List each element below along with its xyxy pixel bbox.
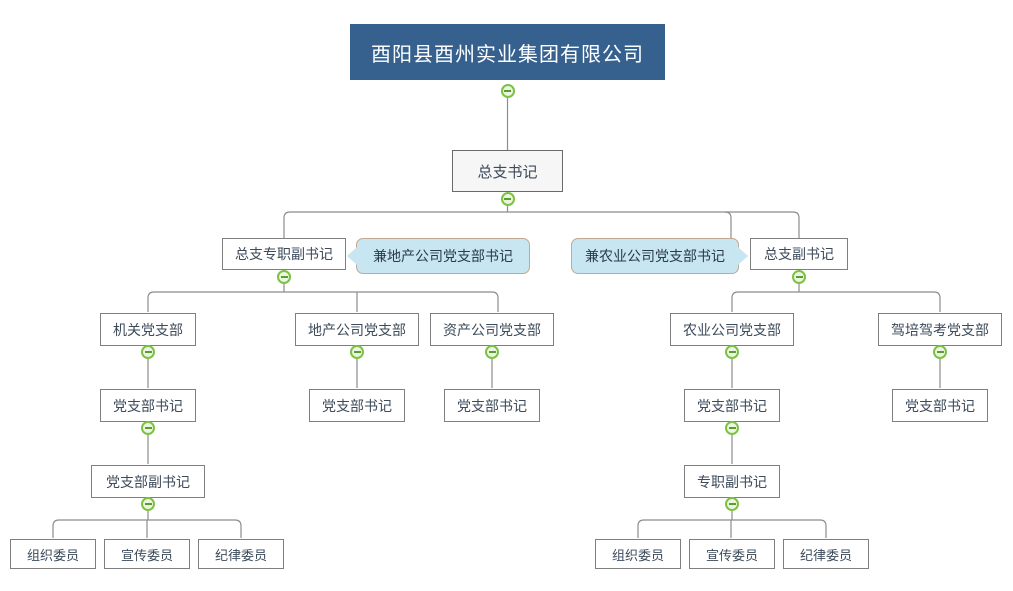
- node-member-disc-right[interactable]: 纪律委员: [783, 539, 869, 569]
- node-branch-jiapei[interactable]: 驾培驾考党支部: [878, 313, 1002, 346]
- collapse-minus-icon-root[interactable]: [500, 84, 515, 98]
- node-deputy-secretary[interactable]: 总支副书记: [750, 238, 848, 270]
- minus-glyph: [504, 90, 511, 92]
- node-member-pub-right[interactable]: 宣传委员: [689, 539, 775, 569]
- minus-glyph: [728, 503, 736, 505]
- callout-nongye-label: 兼农业公司党支部书记: [585, 248, 725, 264]
- node-member-org-left[interactable]: 组织委员: [10, 539, 96, 569]
- node-vice-secretary-right[interactable]: 专职副书记: [684, 465, 780, 498]
- node-member-disc-left[interactable]: 纪律委员: [198, 539, 284, 569]
- collapse-minus-icon-branch-jiguan[interactable]: [141, 345, 155, 359]
- collapse-minus-icon-branch-zichan[interactable]: [485, 345, 499, 359]
- minus-glyph: [795, 276, 803, 278]
- node-branch-dichan[interactable]: 地产公司党支部: [295, 313, 419, 346]
- node-secretary-jiapei[interactable]: 党支部书记: [892, 389, 988, 422]
- minus-glyph: [144, 427, 152, 429]
- callout-dichan-label: 兼地产公司党支部书记: [373, 248, 513, 264]
- minus-glyph: [144, 503, 152, 505]
- node-branch-nongye[interactable]: 农业公司党支部: [670, 313, 794, 346]
- collapse-minus-icon-vice-secretary-left[interactable]: [141, 497, 155, 511]
- node-secretary-dichan[interactable]: 党支部书记: [309, 389, 405, 422]
- minus-glyph: [353, 351, 361, 353]
- minus-glyph: [728, 427, 736, 429]
- callout-nongye-concurrent[interactable]: 兼农业公司党支部书记: [571, 238, 749, 274]
- callout-dichan-concurrent[interactable]: 兼地产公司党支部书记: [346, 238, 530, 274]
- node-vice-secretary-left[interactable]: 党支部副书记: [91, 465, 205, 498]
- collapse-minus-icon-secretary-jiguan[interactable]: [141, 421, 155, 435]
- callout-tail-icon: [738, 246, 749, 266]
- callout-tail-icon: [346, 246, 357, 266]
- node-deputy-fulltime[interactable]: 总支专职副书记: [222, 238, 346, 270]
- minus-glyph: [936, 351, 944, 353]
- collapse-minus-icon-general-secretary[interactable]: [500, 192, 515, 206]
- collapse-minus-icon-secretary-nongye[interactable]: [725, 421, 739, 435]
- node-secretary-zichan[interactable]: 党支部书记: [444, 389, 540, 422]
- collapse-minus-icon-branch-jiapei[interactable]: [933, 345, 947, 359]
- node-member-pub-left[interactable]: 宣传委员: [104, 539, 190, 569]
- minus-glyph: [488, 351, 496, 353]
- minus-glyph: [144, 351, 152, 353]
- collapse-minus-icon-deputy-fulltime[interactable]: [277, 270, 291, 284]
- node-general-secretary[interactable]: 总支书记: [452, 150, 563, 192]
- minus-glyph: [504, 198, 511, 200]
- node-root-company[interactable]: 酉阳县酉州实业集团有限公司: [350, 24, 665, 80]
- collapse-minus-icon-deputy-secretary[interactable]: [792, 270, 806, 284]
- collapse-minus-icon-branch-nongye[interactable]: [725, 345, 739, 359]
- node-secretary-nongye[interactable]: 党支部书记: [684, 389, 780, 422]
- node-branch-zichan[interactable]: 资产公司党支部: [430, 313, 554, 346]
- minus-glyph: [728, 351, 736, 353]
- minus-glyph: [280, 276, 288, 278]
- node-branch-jiguan[interactable]: 机关党支部: [100, 313, 196, 346]
- node-member-org-right[interactable]: 组织委员: [595, 539, 681, 569]
- collapse-minus-icon-branch-dichan[interactable]: [350, 345, 364, 359]
- node-secretary-jiguan[interactable]: 党支部书记: [100, 389, 196, 422]
- collapse-minus-icon-vice-secretary-right[interactable]: [725, 497, 739, 511]
